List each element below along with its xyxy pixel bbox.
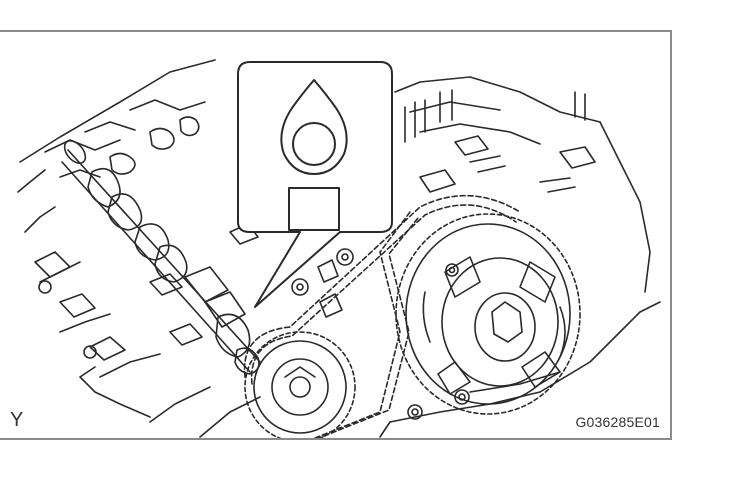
engine-camshaft-illustration [17, 59, 661, 438]
callout-box [237, 61, 393, 308]
view-label: Y [10, 409, 24, 431]
cam-lobe-profile-icon [280, 79, 348, 175]
cam-sprocket [244, 331, 356, 438]
camshaft [61, 139, 261, 375]
diagram-frame: Y G036285E01 [0, 30, 672, 440]
figure-id: G036285E01 [575, 414, 660, 430]
cylinder-head-outline [17, 59, 661, 438]
vvt-gear [395, 213, 581, 415]
timing-chain [243, 194, 521, 438]
